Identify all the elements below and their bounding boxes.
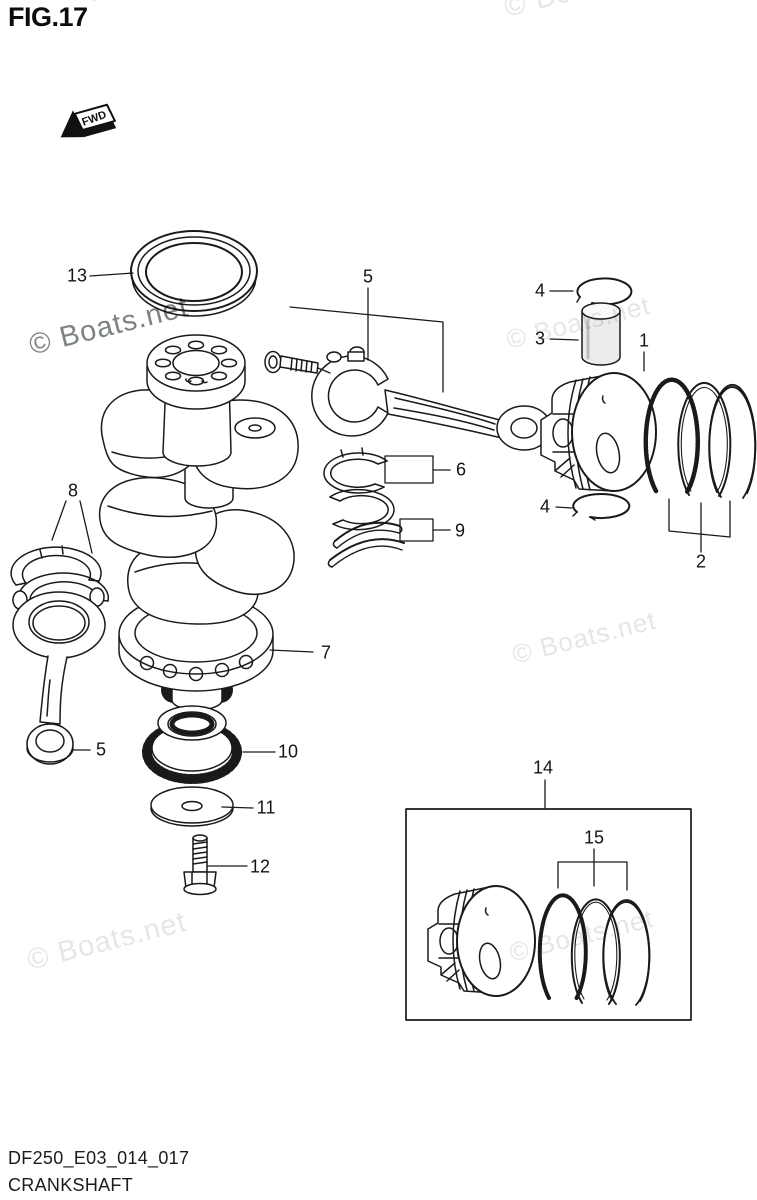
part-13-ring bbox=[130, 230, 258, 317]
part-11-washer bbox=[150, 786, 234, 827]
callout-8: 8 bbox=[67, 480, 79, 501]
callout-5-left: 5 bbox=[95, 739, 107, 760]
fwd-arrow-icon: FWD bbox=[60, 103, 117, 138]
callout-15: 15 bbox=[583, 827, 605, 848]
part-4-circlip-bottom bbox=[572, 493, 631, 521]
part-6-bearing-shells bbox=[323, 447, 395, 531]
part-10-gear bbox=[142, 705, 242, 784]
part-5-connecting-rod bbox=[311, 346, 552, 451]
part-5-connecting-rod-left bbox=[12, 587, 106, 765]
callout-14: 14 bbox=[532, 757, 554, 778]
part-1-piston bbox=[540, 372, 657, 492]
callout-2: 2 bbox=[695, 551, 707, 572]
callout-6: 6 bbox=[455, 459, 467, 480]
callout-leader-lines bbox=[51, 272, 731, 891]
callout-12: 12 bbox=[249, 856, 271, 877]
callout-4-top: 4 bbox=[534, 280, 546, 301]
figure-label: FIG.17 bbox=[8, 2, 88, 32]
part-15-piston-rings bbox=[537, 893, 651, 1006]
part-14-piston-set-box bbox=[405, 808, 692, 1021]
part-5-rod-bolt bbox=[264, 350, 319, 374]
footer-title: CRANKSHAFT bbox=[8, 1175, 134, 1195]
part-12-bolt bbox=[183, 834, 217, 896]
callout-13: 13 bbox=[66, 265, 88, 286]
callout-5-top: 5 bbox=[362, 266, 374, 287]
callout-1: 1 bbox=[638, 330, 650, 351]
part-3-piston-pin bbox=[581, 302, 621, 366]
callout-9: 9 bbox=[454, 520, 466, 541]
callout-10: 10 bbox=[277, 741, 299, 762]
footer-code: DF250_E03_014_017 bbox=[8, 1148, 190, 1168]
callout-4-bottom: 4 bbox=[539, 496, 551, 517]
callout-11: 11 bbox=[256, 797, 276, 818]
part-crankshaft-body bbox=[98, 334, 299, 711]
part-14-piston bbox=[427, 885, 536, 997]
part-2-piston-rings bbox=[643, 377, 757, 499]
callout-7: 7 bbox=[320, 642, 332, 663]
callout-3: 3 bbox=[534, 328, 546, 349]
